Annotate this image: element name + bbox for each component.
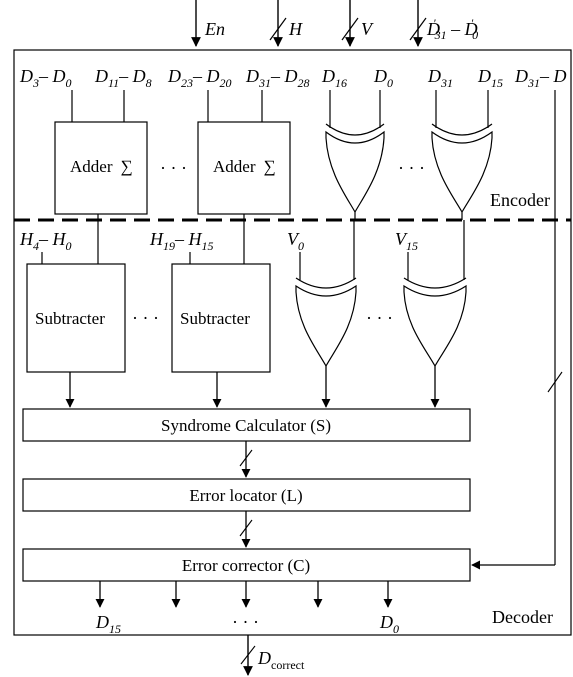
encoder-xor-gate-1 xyxy=(325,90,385,220)
output-ellipsis: · · · xyxy=(232,612,259,632)
input-h-label: H xyxy=(288,19,303,39)
decoder-xor-gate-2 xyxy=(403,220,467,368)
encoder-xor-gate-2 xyxy=(431,90,493,220)
v-input-v0: V0 xyxy=(287,229,304,253)
subtracter-block-2: Subtracter xyxy=(171,214,271,373)
decoder-ellipsis-subtracters: · · · xyxy=(132,308,159,328)
data-bypass-line xyxy=(471,90,563,570)
data-group-d11-d8: D11– D8 xyxy=(94,66,152,90)
svg-text:Adder∑: Adder∑ xyxy=(70,157,133,176)
data-group-d31-d28: D31– D28 xyxy=(245,66,310,90)
encoder-ellipsis-gates: · · · xyxy=(398,158,425,178)
error-corrector-label: Error corrector (C) xyxy=(182,556,310,575)
data-bit-d15: D15 xyxy=(477,66,503,90)
data-bit-d16: D16 xyxy=(321,66,347,90)
decoder-xor-gate-1 xyxy=(295,220,357,368)
v-input-v15: V15 xyxy=(395,229,418,253)
final-output: Dcorrect xyxy=(240,635,305,676)
syndrome-input-arrows xyxy=(65,366,440,408)
decoder-h-inputs: H4– H0 H19– H15 V0 V15 xyxy=(19,229,418,253)
svg-text:Subtracter: Subtracter xyxy=(35,309,105,328)
adder-block-2: Adder∑ xyxy=(197,90,291,215)
subtracter-block-1: Subtracter xyxy=(26,214,126,373)
output-d-correct: Dcorrect xyxy=(257,648,305,672)
encoder-ellipsis-adders: · · · xyxy=(160,158,187,178)
data-group-d31-d: D31– D xyxy=(514,66,567,90)
decoder-ellipsis-gates: · · · xyxy=(366,308,393,328)
output-d15: D15 xyxy=(95,612,121,636)
svg-text:Subtracter: Subtracter xyxy=(180,309,250,328)
input-v-label: V xyxy=(361,19,374,39)
data-bit-d31: D31 xyxy=(427,66,453,90)
encoder-data-labels: D3– D0 D11– D8 D23– D20 D31– D28 D16 D0 … xyxy=(19,66,567,90)
output-d0: D0 xyxy=(379,612,399,636)
error-locator-label: Error locator (L) xyxy=(189,486,302,505)
adder-block-1: Adder∑ xyxy=(54,90,148,215)
encoder-label: Encoder xyxy=(490,190,550,210)
syndrome-calculator-label: Syndrome Calculator (S) xyxy=(161,416,331,435)
top-inputs: En H V D'31 – D'0 xyxy=(191,0,478,47)
data-group-d3-d0: D3– D0 xyxy=(19,66,72,90)
h-input-h19-h15: H19– H15 xyxy=(149,229,214,253)
decoder-label: Decoder xyxy=(492,607,553,627)
corrector-output-arrows xyxy=(95,581,393,608)
h-input-h4-h0: H4– H0 xyxy=(19,229,72,253)
svg-text:Adder∑: Adder∑ xyxy=(213,157,276,176)
input-d-label: D'31 – D'0 xyxy=(426,16,478,42)
data-bit-d0: D0 xyxy=(373,66,393,90)
data-group-d23-d20: D23– D20 xyxy=(167,66,232,90)
input-en-label: En xyxy=(204,19,225,39)
system-frame xyxy=(13,49,572,636)
